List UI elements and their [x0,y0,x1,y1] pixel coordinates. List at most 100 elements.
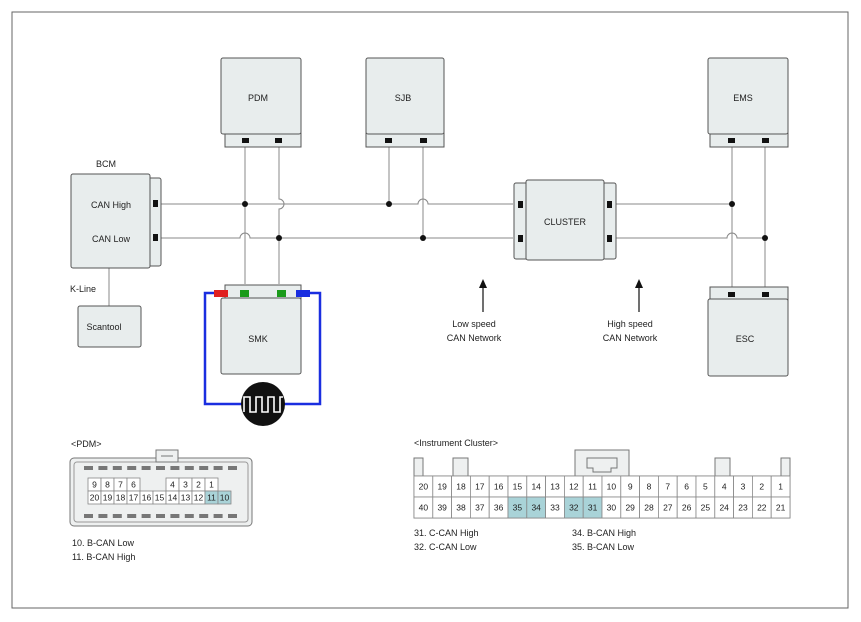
pin-number: 14 [531,482,541,492]
pdm-connector-title: <PDM> [71,439,102,449]
connector-tooth [228,514,237,518]
pin-number: 36 [494,503,504,513]
cluster-pin: 12 [564,475,584,498]
pin-number: 22 [757,503,767,513]
pdm-module: PDM [220,57,302,148]
connector-tooth [141,514,151,518]
cluster-legend-line: 34. B-CAN High [572,528,636,538]
pin-number: 18 [456,482,466,492]
pin-number: 10 [607,482,617,492]
pdm-pin: 17 [126,490,141,505]
low-speed-network-label: CAN Network [447,333,502,343]
connector-tooth [156,466,165,470]
cluster-pin: 34 [526,496,546,519]
cluster-pin: 5 [695,475,716,498]
cluster-pin: 10 [601,475,622,498]
pin-number: 11 [207,493,216,503]
connector-tooth [184,514,194,518]
pin-number: 4 [722,482,727,492]
pdm-wire-right [278,140,285,284]
pin-number: 15 [155,493,165,503]
cluster-pin: 6 [676,475,697,498]
cluster-pin: 32 [564,496,584,519]
pdm-connector-teeth [84,466,237,518]
cluster-pin: 28 [639,496,659,519]
cluster-pin: 31 [582,496,603,519]
pdm-label: PDM [248,93,268,103]
pin-number: 37 [475,503,485,513]
smk-antenna [203,291,322,426]
pin-number: 5 [703,482,708,492]
junction-dot [729,201,735,207]
cluster-pin: 7 [658,475,678,498]
bcm-can-low-label: CAN Low [92,234,131,244]
cluster-legend-line: 31. C-CAN High [414,528,479,538]
cluster-pin: 17 [469,475,490,498]
pin-number: 20 [419,482,429,492]
smk-connector-green [277,290,286,297]
high-speed-network-label: CAN Network [603,333,658,343]
pdm-pin: 19 [100,490,115,505]
pin-number: 2 [196,480,201,490]
pin-number: 18 [116,493,126,503]
cluster-pin: 22 [752,496,772,519]
connector-tooth [170,466,180,470]
can-high-bus-left [160,198,513,205]
cluster-pin: 33 [545,496,565,519]
sjb-module: SJB [365,57,445,148]
pin-number: 3 [183,480,188,490]
pdm-pin: 12 [191,490,206,505]
pin-number: 16 [494,482,504,492]
cluster-pin: 24 [714,496,734,519]
connector-tooth [156,514,165,518]
cluster-legend-line: 35. B-CAN Low [572,542,635,552]
pin-number: 4 [170,480,175,490]
pin-number: 26 [682,503,692,513]
pin-number: 13 [181,493,191,503]
cluster-pin: 16 [488,475,509,498]
junction-dot [762,235,768,241]
pin-number: 16 [142,493,152,503]
smk-connector-green [240,290,249,297]
low-speed-label: Low speed [452,319,496,329]
pin-number: 38 [456,503,466,513]
pin-number: 32 [569,503,579,513]
pin-number: 13 [550,482,560,492]
pin-number: 2 [759,482,764,492]
pin-number: 8 [105,480,110,490]
cluster-pin: 40 [413,496,434,519]
cluster-pin: 26 [676,496,697,519]
connector-tooth [98,514,108,518]
connector-tooth [213,514,223,518]
esc-module: ESC [707,286,789,377]
connector-tooth [112,514,122,518]
connector-tooth [228,466,237,470]
pin-number: 7 [665,482,670,492]
cluster-pin: 9 [620,475,640,498]
pdm-pin: 7 [113,477,128,492]
high-speed-label: High speed [607,319,653,329]
pin-number: 23 [738,503,748,513]
connector-tooth [84,514,93,518]
pdm-pin: 11 [204,490,219,505]
pin-number: 12 [569,482,579,492]
junction-dot [242,201,248,207]
pdm-pin: 8 [100,477,115,492]
arrow-up-icon [479,279,487,288]
pdm-pin: 10 [217,490,232,505]
pin-number: 10 [220,493,230,503]
sjb-label: SJB [395,93,412,103]
pdm-pin: 9 [87,477,102,492]
pin-number: 33 [550,503,560,513]
cluster-pin: 25 [695,496,716,519]
cluster-pin: 20 [413,475,434,498]
cluster-pin: 27 [658,496,678,519]
pin-number: 24 [719,503,729,513]
junction-dot [420,235,426,241]
junction-dot [276,235,282,241]
pdm-legend-line: 11. B-CAN High [72,552,135,562]
connector-tooth [112,466,122,470]
cluster-pin: 39 [432,496,452,519]
